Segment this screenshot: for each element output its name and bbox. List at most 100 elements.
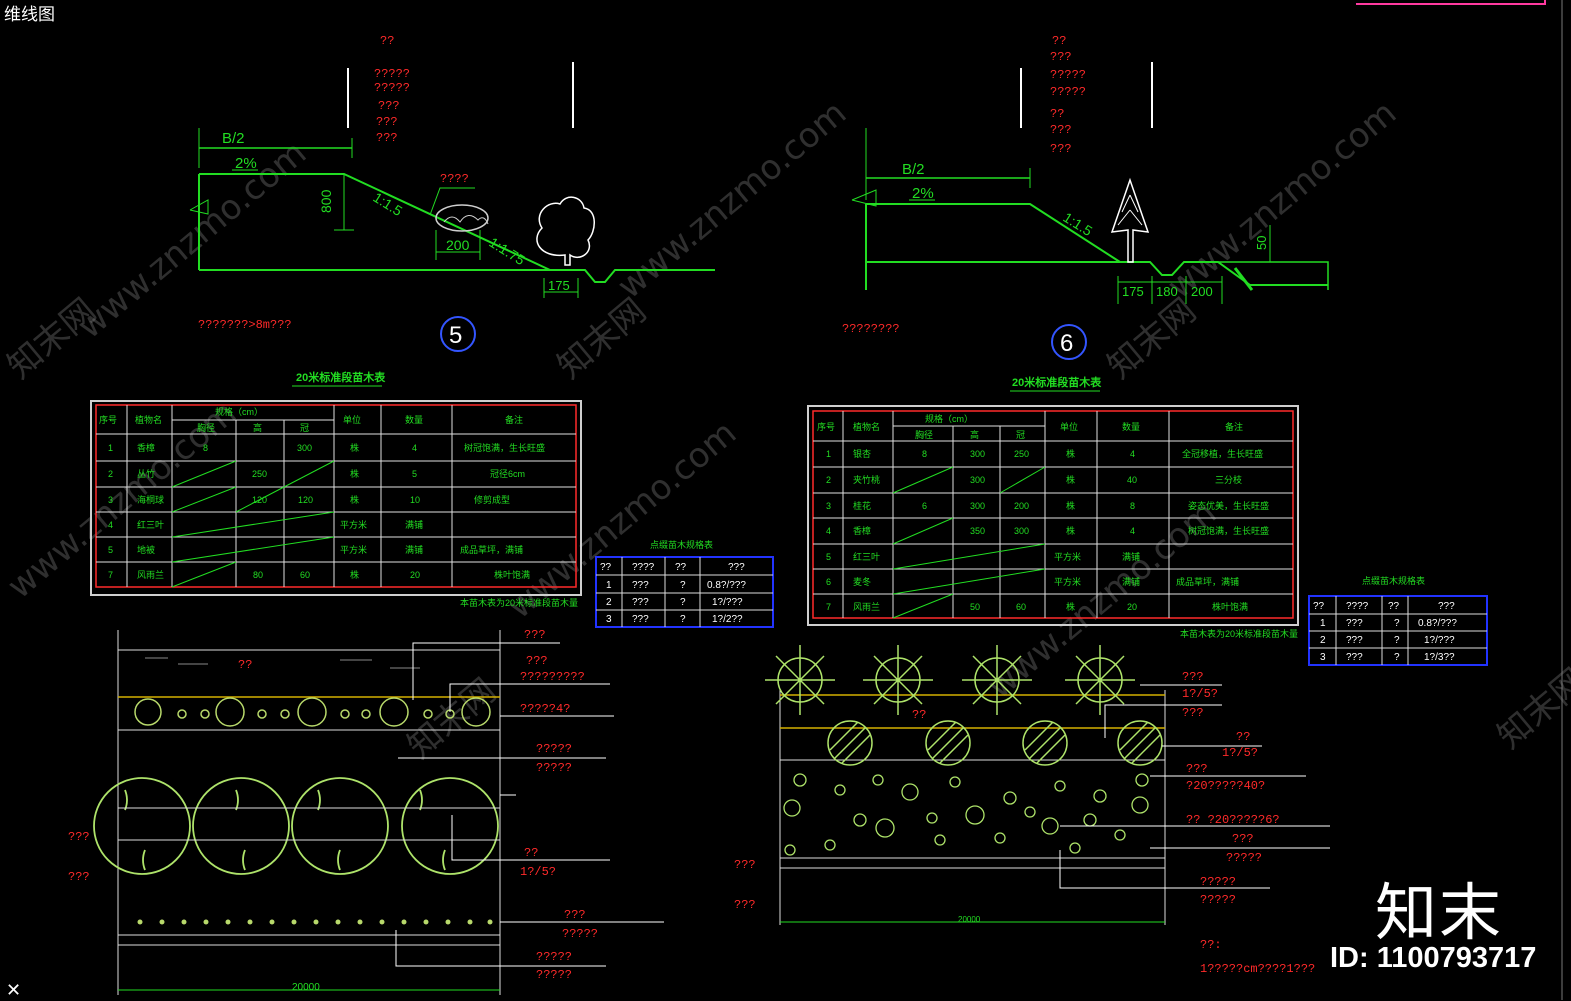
- svg-text:20: 20: [1127, 602, 1137, 612]
- svg-text:300: 300: [970, 449, 985, 459]
- svg-text:株叶饱满: 株叶饱满: [494, 569, 530, 580]
- svg-text:?: ?: [680, 614, 686, 625]
- svg-text:2: 2: [606, 597, 612, 608]
- svg-text:6: 6: [922, 501, 927, 511]
- svg-text:60: 60: [300, 570, 310, 580]
- planting-plan-5[interactable]: ?? 20000: [68, 628, 664, 995]
- close-icon[interactable]: ✕: [6, 980, 22, 1001]
- plant-table-5[interactable]: 20米标准段苗木表: [90, 370, 582, 608]
- section-5-profile[interactable]: ?? ????? ????? ??? ??? ??? B/2 2% 800 1:…: [189, 34, 715, 352]
- svg-text:300: 300: [297, 443, 312, 453]
- svg-text:姿态优美，生长旺盛: 姿态优美，生长旺盛: [1188, 500, 1269, 511]
- viewport-label[interactable]: 维线图: [0, 0, 59, 25]
- svg-text:1?/5?: 1?/5?: [520, 865, 556, 879]
- sheet-border-corner: [1356, 0, 1546, 5]
- svg-text:1: 1: [1320, 618, 1326, 629]
- svg-text:红三叶: 红三叶: [137, 519, 164, 530]
- dim-180: 180: [1156, 284, 1178, 299]
- shrub-icon: [435, 204, 489, 232]
- svg-text:???: ???: [68, 870, 90, 884]
- svg-text:????: ????: [1346, 601, 1369, 612]
- svg-text:??: ??: [1236, 730, 1250, 744]
- svg-text:0.8?/???: 0.8?/???: [1418, 618, 1457, 629]
- svg-text:冠: 冠: [300, 423, 309, 433]
- planting-plan-6[interactable]: 20000 ??: [734, 645, 1330, 976]
- tree-icon: [536, 196, 595, 266]
- plant-table-6[interactable]: 20米标准段苗木表: [807, 375, 1299, 639]
- section-6-profile[interactable]: ?? ??? ????? ????? ?? ??? ??? B/2 2% 1:1…: [842, 34, 1329, 360]
- svg-text:修剪成型: 修剪成型: [474, 494, 510, 505]
- svg-text:???: ???: [1346, 652, 1363, 663]
- svg-text:三分枝: 三分枝: [1215, 474, 1242, 485]
- svg-text:?: ?: [680, 597, 686, 608]
- svg-text:??: ??: [1050, 107, 1064, 121]
- svg-text:60: 60: [1016, 602, 1026, 612]
- ornamental-table-6[interactable]: 点缀苗木规格表 ??????????? 1????0.8?/??? 2????1…: [1308, 575, 1488, 666]
- svg-text:5: 5: [108, 545, 113, 555]
- svg-text:???: ???: [1232, 832, 1254, 846]
- svg-text:???: ???: [1346, 618, 1363, 629]
- svg-text:120: 120: [252, 495, 267, 505]
- svg-text:???: ???: [734, 858, 756, 872]
- svg-text:?????: ?????: [536, 968, 572, 982]
- svg-text:?: ?: [1394, 652, 1400, 663]
- svg-text:数量: 数量: [1122, 421, 1140, 432]
- svg-text:?????: ?????: [536, 950, 572, 964]
- watermark-site: 知末网: [550, 291, 654, 387]
- svg-text:???: ???: [632, 580, 649, 591]
- svg-text:?? ?20?????6?: ?? ?20?????6?: [1186, 813, 1280, 827]
- section-5-number: 5: [449, 322, 462, 349]
- svg-text:300: 300: [970, 475, 985, 485]
- svg-text:?????: ?????: [374, 81, 410, 95]
- svg-text:序号: 序号: [99, 414, 117, 425]
- svg-text:株叶饱满: 株叶饱满: [1212, 601, 1248, 612]
- svg-text:胸径: 胸径: [915, 429, 933, 440]
- svg-text:平方米: 平方米: [340, 519, 367, 530]
- svg-text:单位: 单位: [343, 414, 361, 425]
- svg-text:2: 2: [108, 469, 113, 479]
- svg-text:?????: ?????: [562, 927, 598, 941]
- section5-top-notes: ?? ????? ????? ??? ??? ???: [374, 34, 410, 145]
- svg-text:???: ???: [1186, 762, 1208, 776]
- svg-text:?????: ?????: [1200, 893, 1236, 907]
- svg-text:???: ???: [524, 628, 546, 642]
- svg-text:海桐球: 海桐球: [137, 494, 164, 505]
- b2-label: B/2: [902, 161, 925, 178]
- svg-text:1?/3??: 1?/3??: [1424, 652, 1455, 663]
- svg-text:120: 120: [298, 495, 313, 505]
- svg-text:8: 8: [1130, 501, 1135, 511]
- svg-text:备注: 备注: [1225, 421, 1243, 432]
- groundcover-row: [137, 919, 493, 925]
- svg-text:成品草坪，满铺: 成品草坪，满铺: [1176, 576, 1239, 587]
- svg-text:7: 7: [826, 602, 831, 612]
- svg-text:???: ???: [1182, 706, 1204, 720]
- svg-text:株: 株: [350, 494, 359, 505]
- svg-text:?????4?: ?????4?: [520, 702, 570, 716]
- shrub-row: [134, 697, 491, 727]
- svg-text:?????: ?????: [536, 761, 572, 775]
- plan6-dim: 20000: [958, 915, 981, 924]
- svg-text:???: ???: [1182, 670, 1204, 684]
- slope-2pct-label: 2%: [235, 155, 257, 172]
- svg-text:规格（cm）: 规格（cm）: [215, 406, 263, 417]
- svg-text:株: 株: [350, 442, 359, 453]
- svg-text:??: ??: [380, 34, 394, 48]
- svg-text:8: 8: [922, 449, 927, 459]
- svg-text:5: 5: [412, 469, 417, 479]
- svg-text:???: ???: [734, 898, 756, 912]
- svg-text:???: ???: [564, 908, 586, 922]
- svg-text:???: ???: [632, 614, 649, 625]
- table5-title: 20米标准段苗木表: [296, 370, 386, 384]
- ornamental-table-5[interactable]: 点缀苗木规格表 ??????????? 1????0.8?/??? 2????1…: [595, 539, 774, 628]
- watermark-site: 知末网: [1490, 661, 1571, 757]
- svg-text:300: 300: [970, 501, 985, 511]
- svg-text:胸径: 胸径: [197, 422, 215, 433]
- svg-text:2: 2: [826, 475, 831, 485]
- svg-text:6: 6: [826, 577, 831, 587]
- svg-text:银杏: 银杏: [853, 448, 871, 459]
- svg-text:株: 株: [350, 569, 359, 580]
- svg-text:夹竹桃: 夹竹桃: [853, 474, 880, 485]
- svg-text:???: ???: [1050, 142, 1072, 156]
- svg-text:株: 株: [350, 468, 359, 479]
